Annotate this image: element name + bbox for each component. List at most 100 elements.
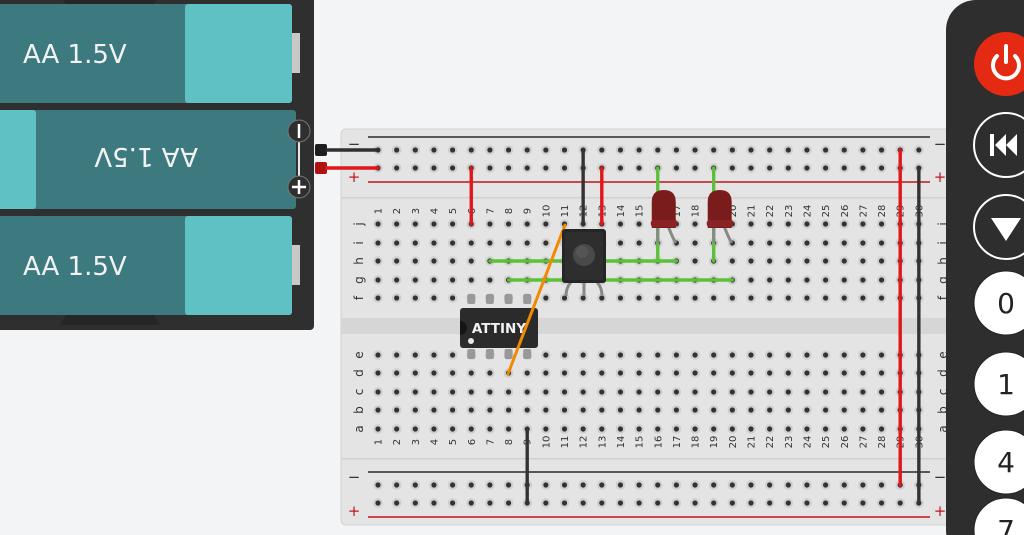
- hole-b8[interactable]: [503, 405, 514, 415]
- hole-b6[interactable]: [466, 405, 477, 415]
- hole-b10[interactable]: [541, 405, 551, 415]
- hole-e18[interactable]: [690, 350, 700, 360]
- hole-a26[interactable]: [839, 424, 850, 434]
- hole-d4[interactable]: [429, 368, 439, 378]
- hole-a18[interactable]: [690, 424, 700, 434]
- hole-a17[interactable]: [671, 424, 682, 434]
- hole-e2[interactable]: [391, 350, 402, 360]
- hole-e10[interactable]: [541, 350, 551, 360]
- hole-c11[interactable]: [559, 387, 570, 397]
- hole-e28[interactable]: [876, 350, 887, 360]
- rail-hole[interactable]: [429, 145, 439, 155]
- rail-hole[interactable]: [727, 163, 738, 173]
- rail-hole[interactable]: [541, 480, 551, 490]
- rail-hole[interactable]: [746, 480, 756, 490]
- hole-j18[interactable]: [690, 219, 700, 229]
- hole-g26[interactable]: [839, 275, 850, 285]
- hole-j15[interactable]: [634, 219, 644, 229]
- hole-g7[interactable]: [485, 275, 495, 285]
- rail-hole[interactable]: [578, 498, 588, 508]
- hole-h27[interactable]: [858, 256, 868, 266]
- wire-orange[interactable]: [506, 223, 567, 376]
- hole-c14[interactable]: [615, 387, 626, 397]
- hole-i14[interactable]: [615, 238, 626, 248]
- rail-hole[interactable]: [764, 498, 775, 508]
- rail-hole[interactable]: [652, 498, 663, 508]
- hole-i27[interactable]: [858, 238, 868, 248]
- hole-a28[interactable]: [876, 424, 887, 434]
- rail-hole[interactable]: [858, 163, 868, 173]
- hole-a3[interactable]: [410, 424, 421, 434]
- hole-d17[interactable]: [671, 368, 682, 378]
- rail-hole[interactable]: [708, 498, 719, 508]
- hole-a16[interactable]: [652, 424, 663, 434]
- hole-c19[interactable]: [708, 387, 719, 397]
- hole-h25[interactable]: [820, 256, 831, 266]
- hole-b28[interactable]: [876, 405, 887, 415]
- hole-e5[interactable]: [447, 350, 458, 360]
- hole-j21[interactable]: [746, 219, 756, 229]
- rail-hole[interactable]: [783, 480, 794, 490]
- breadboard[interactable]: 1122334455667788991010111112121313141415…: [340, 128, 962, 526]
- hole-h3[interactable]: [410, 256, 421, 266]
- hole-d5[interactable]: [447, 368, 458, 378]
- hole-b7[interactable]: [485, 405, 495, 415]
- hole-f11[interactable]: [559, 293, 570, 303]
- rail-hole[interactable]: [708, 480, 719, 490]
- hole-j14[interactable]: [615, 219, 626, 229]
- hole-j22[interactable]: [764, 219, 775, 229]
- hole-c10[interactable]: [541, 387, 551, 397]
- hole-j5[interactable]: [447, 219, 458, 229]
- hole-f27[interactable]: [858, 293, 868, 303]
- hole-e16[interactable]: [652, 350, 663, 360]
- hole-i5[interactable]: [447, 238, 458, 248]
- rail-hole[interactable]: [708, 145, 719, 155]
- hole-j27[interactable]: [858, 219, 868, 229]
- rail-hole[interactable]: [615, 145, 626, 155]
- battery-cell-3[interactable]: AA 1.5V: [0, 216, 300, 315]
- hole-b5[interactable]: [447, 405, 458, 415]
- hole-f1[interactable]: [373, 293, 383, 303]
- hole-f17[interactable]: [671, 293, 682, 303]
- hole-e15[interactable]: [634, 350, 644, 360]
- hole-f19[interactable]: [708, 293, 719, 303]
- rail-hole[interactable]: [820, 163, 831, 173]
- rail-hole[interactable]: [634, 145, 644, 155]
- rail-hole[interactable]: [447, 145, 458, 155]
- battery-pack[interactable]: AA 1.5V AA 1.5V AA 1.5V: [0, 0, 327, 330]
- hole-c1[interactable]: [373, 387, 383, 397]
- hole-e21[interactable]: [746, 350, 756, 360]
- led-2[interactable]: [706, 190, 734, 244]
- hole-c27[interactable]: [858, 387, 868, 397]
- hole-e14[interactable]: [615, 350, 626, 360]
- rail-hole[interactable]: [615, 498, 626, 508]
- rail-hole[interactable]: [410, 498, 421, 508]
- rail-hole[interactable]: [447, 498, 458, 508]
- hole-h5[interactable]: [447, 256, 458, 266]
- hole-b24[interactable]: [802, 405, 812, 415]
- hole-g24[interactable]: [802, 275, 812, 285]
- hole-a4[interactable]: [429, 424, 439, 434]
- rail-hole[interactable]: [447, 163, 458, 173]
- hole-c16[interactable]: [652, 387, 663, 397]
- hole-i22[interactable]: [764, 238, 775, 248]
- rail-hole[interactable]: [634, 163, 644, 173]
- rail-hole[interactable]: [652, 480, 663, 490]
- hole-h22[interactable]: [764, 256, 775, 266]
- rail-hole[interactable]: [727, 145, 738, 155]
- hole-h6[interactable]: [466, 256, 477, 266]
- hole-j26[interactable]: [839, 219, 850, 229]
- hole-j3[interactable]: [410, 219, 421, 229]
- rail-hole[interactable]: [373, 498, 383, 508]
- hole-e19[interactable]: [708, 350, 719, 360]
- hole-c22[interactable]: [764, 387, 775, 397]
- remote-button-digit-0[interactable]: 0: [973, 270, 1024, 336]
- hole-c4[interactable]: [429, 387, 439, 397]
- hole-b17[interactable]: [671, 405, 682, 415]
- rail-hole[interactable]: [820, 480, 831, 490]
- hole-b12[interactable]: [578, 405, 588, 415]
- hole-a8[interactable]: [503, 424, 514, 434]
- hole-b19[interactable]: [708, 405, 719, 415]
- hole-c17[interactable]: [671, 387, 682, 397]
- hole-i28[interactable]: [876, 238, 887, 248]
